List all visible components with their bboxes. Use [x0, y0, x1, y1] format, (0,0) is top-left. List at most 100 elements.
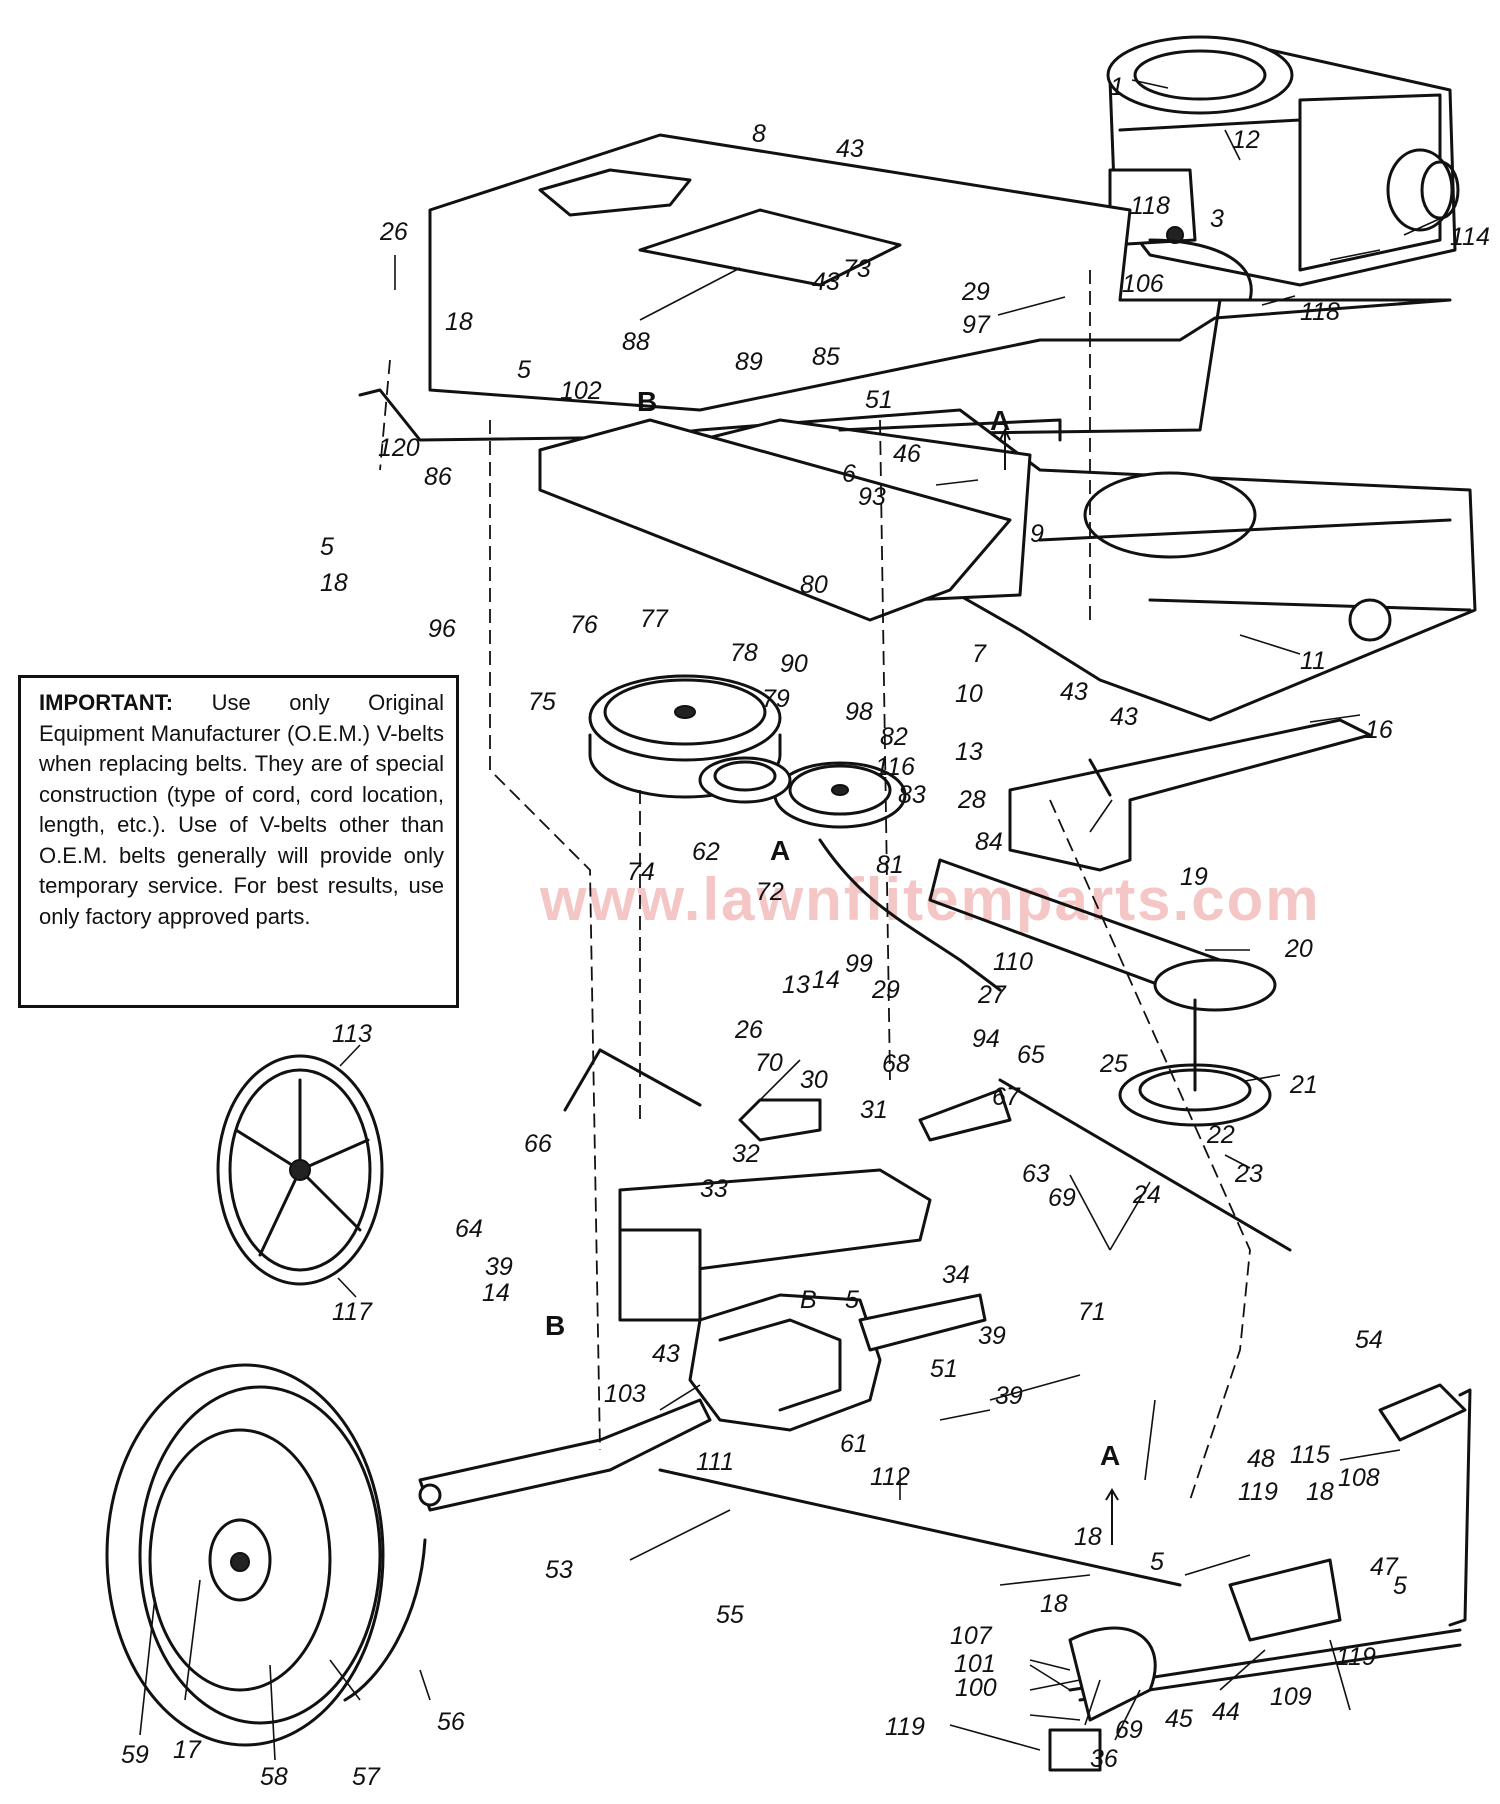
part-number: 108: [1338, 1464, 1380, 1492]
part-number: 43: [812, 268, 840, 296]
part-number: 29: [871, 976, 900, 1004]
part-number: 17: [173, 1736, 202, 1764]
part-number: 103: [604, 1380, 646, 1408]
part-number: 107: [950, 1622, 993, 1650]
part-number: 7: [972, 640, 987, 668]
part-number: 22: [1206, 1121, 1235, 1149]
part-number: 116: [875, 753, 915, 781]
part-number: 56: [437, 1708, 465, 1736]
part-number: 32: [732, 1140, 760, 1168]
part-number: 90: [780, 650, 808, 678]
part-number: 70: [755, 1049, 783, 1077]
part-number: 45: [1165, 1705, 1193, 1733]
part-number: 85: [812, 343, 840, 371]
part-number: 44: [1212, 1698, 1240, 1726]
part-number: 43: [1110, 703, 1138, 731]
part-number: 28: [957, 786, 986, 814]
part-number: 84: [975, 828, 1003, 856]
part-number: 34: [942, 1261, 970, 1289]
part-number: 54: [1355, 1326, 1383, 1354]
part-number: 5: [845, 1286, 859, 1314]
part-number: 75: [528, 688, 556, 716]
frame-drawing: [358, 133, 1477, 722]
ref-letter-a-bottom: A: [1100, 1440, 1120, 1471]
part-number: 39: [978, 1322, 1006, 1350]
part-number: 67: [992, 1083, 1021, 1111]
part-number: 23: [1234, 1160, 1263, 1188]
belt-drawing: [928, 858, 1277, 1127]
part-number: 14: [812, 966, 840, 994]
part-number: 110: [993, 948, 1033, 976]
part-number: 98: [845, 698, 873, 726]
part-number: 94: [972, 1025, 1000, 1053]
part-number: 27: [977, 981, 1007, 1009]
part-number: 13: [955, 738, 983, 766]
ref-letter-b-top: B: [637, 386, 657, 417]
part-number: 29: [961, 278, 990, 306]
ref-letter-b-bottom: B: [545, 1310, 565, 1341]
part-number: 106: [1122, 270, 1164, 298]
part-number: 63: [1022, 1160, 1050, 1188]
part-number: 24: [1132, 1181, 1161, 1209]
part-number: 64: [455, 1215, 483, 1243]
part-number: 117: [332, 1298, 373, 1326]
part-number: 102: [560, 377, 602, 405]
part-number: 30: [800, 1066, 828, 1094]
part-number: 13: [782, 971, 810, 999]
part-number: 10: [955, 680, 983, 708]
part-number: 101: [954, 1650, 996, 1678]
linkage-drawing: [563, 838, 1292, 1322]
part-number: 82: [880, 723, 908, 751]
part-number: 62: [692, 838, 720, 866]
part-number: 21: [1289, 1071, 1318, 1099]
part-number: 119: [885, 1713, 925, 1741]
part-number: 46: [893, 440, 921, 468]
part-number: 89: [735, 348, 763, 376]
part-number: 78: [730, 639, 758, 667]
part-number: B: [800, 1286, 817, 1314]
part-number: 72: [756, 878, 784, 906]
part-number: 43: [652, 1340, 680, 1368]
part-number: 99: [845, 950, 873, 978]
part-number: 9: [1030, 520, 1044, 548]
pedal-drawing: [658, 1383, 1472, 1772]
part-number: 26: [734, 1016, 763, 1044]
part-number: 68: [882, 1050, 910, 1078]
part-number: 39: [485, 1253, 513, 1281]
part-number: 59: [121, 1741, 149, 1769]
part-number: 65: [1017, 1041, 1045, 1069]
part-number: 19: [1180, 863, 1208, 891]
ref-letter-a-top: A: [990, 405, 1010, 436]
part-number: 12: [1232, 126, 1260, 154]
engine-drawing: [1106, 35, 1460, 317]
part-number: 58: [260, 1763, 288, 1791]
part-number: 18: [320, 569, 348, 597]
part-number: 16: [1365, 716, 1393, 744]
part-number: 96: [428, 615, 456, 643]
part-number: 61: [840, 1430, 868, 1458]
part-number: 18: [445, 308, 473, 336]
leader-lines: [139, 79, 1449, 1761]
part-number: 11: [1300, 647, 1326, 675]
part-number: 118: [1300, 298, 1340, 326]
part-number: 6: [842, 460, 856, 488]
part-number: 18: [1306, 1478, 1334, 1506]
part-number: 55: [716, 1601, 744, 1629]
part-number: 51: [865, 386, 893, 414]
part-number: 26: [379, 218, 408, 246]
reference-lines: [379, 270, 1251, 1501]
part-number: 74: [627, 858, 655, 886]
tire-drawing: [105, 1363, 427, 1747]
part-number: 93: [858, 483, 886, 511]
part-number: 88: [622, 328, 650, 356]
note-body: Use only Original Equipment Manufacturer…: [39, 690, 444, 929]
part-number: 36: [1090, 1745, 1118, 1773]
part-number: 25: [1099, 1050, 1128, 1078]
part-number: 47: [1370, 1553, 1399, 1581]
part-number: 1: [1110, 73, 1124, 101]
part-number: 109: [1270, 1683, 1312, 1711]
part-number: 5: [1393, 1572, 1407, 1600]
part-number: 57: [352, 1763, 381, 1791]
part-number: 114: [1450, 223, 1490, 251]
